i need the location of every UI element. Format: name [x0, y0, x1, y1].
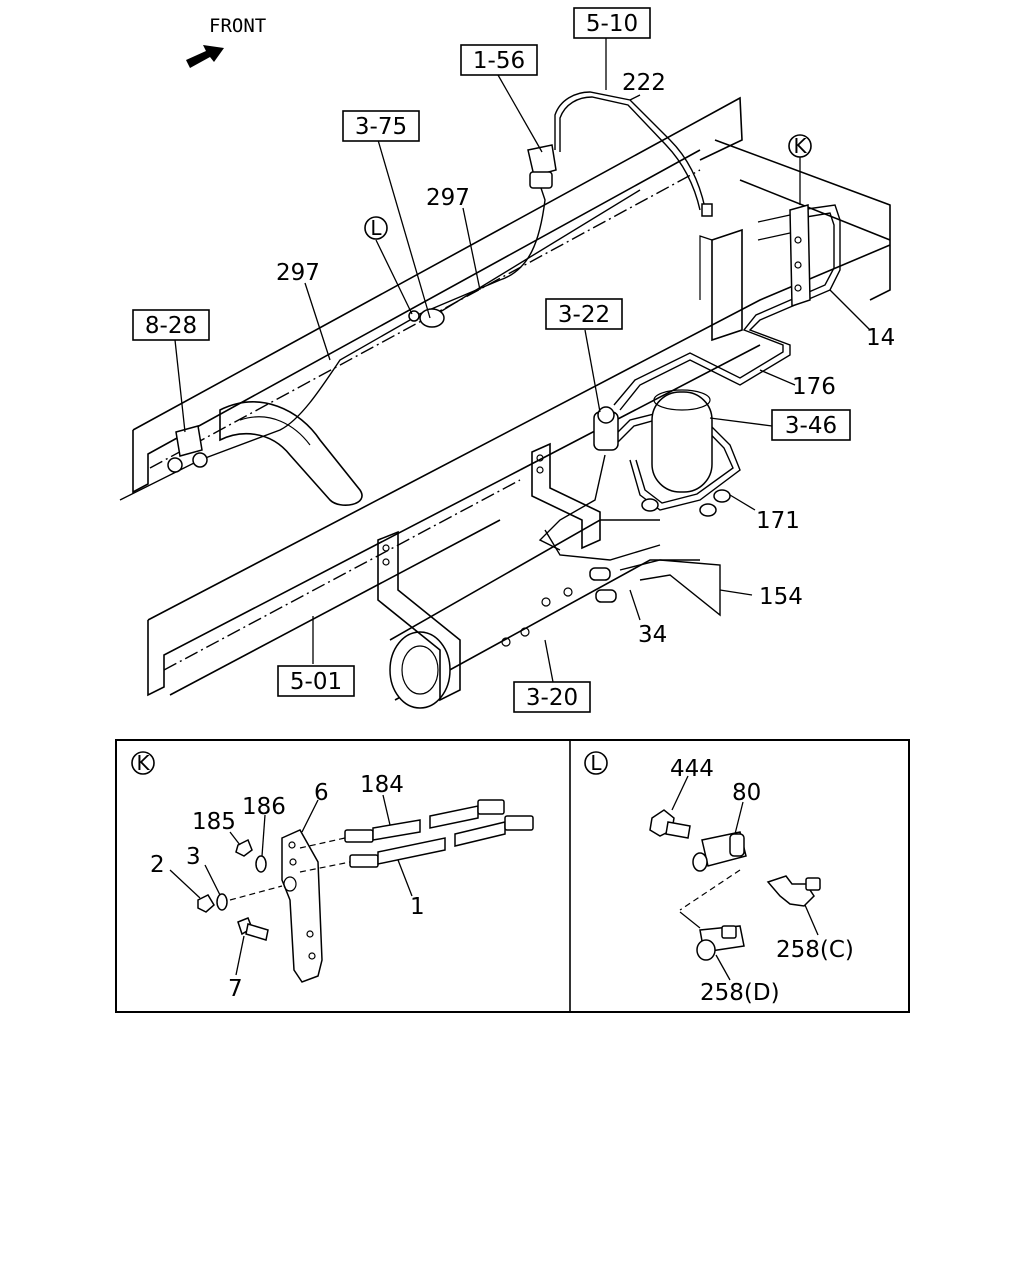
detail-k-marker: K	[136, 751, 150, 775]
callout-176: 176	[792, 374, 836, 400]
ref-box-3-75: 3-75	[342, 110, 420, 142]
marker-k-text: K	[793, 134, 807, 158]
detail-l-label-80: 80	[732, 780, 761, 806]
ref-box-5-01: 5-01	[277, 665, 355, 697]
callout-154: 154	[759, 584, 803, 610]
detail-l: L 444 80 258(C) 258(D)	[584, 751, 854, 1006]
axle-housing	[377, 442, 700, 709]
ref-box-3-20: 3-20	[513, 681, 591, 713]
detail-k-label-186: 186	[242, 794, 286, 820]
front-label: FRONT	[209, 15, 266, 37]
detail-k-label-184: 184	[360, 772, 404, 798]
ref-box-3-22: 3-22	[545, 298, 623, 330]
callout-171: 171	[756, 508, 800, 534]
callout-297-lower: 297	[276, 260, 320, 286]
ref-1-56-text: 1-56	[473, 48, 525, 74]
components	[167, 144, 811, 603]
detail-k-label-6: 6	[314, 780, 329, 806]
detail-l-label-258c: 258(C)	[776, 937, 854, 963]
callout-14: 14	[866, 325, 895, 351]
detail-k-label-1: 1	[410, 894, 425, 920]
ref-5-10-text: 5-10	[586, 11, 638, 37]
ref-3-22-text: 3-22	[558, 302, 610, 328]
marker-k: K	[788, 134, 812, 158]
detail-k-label-2: 2	[150, 852, 165, 878]
callout-222: 222	[622, 70, 666, 96]
ref-3-75-text: 3-75	[355, 114, 407, 140]
detail-l-marker: L	[590, 751, 602, 775]
callout-34: 34	[638, 622, 667, 648]
ref-box-3-46: 3-46	[771, 409, 851, 441]
detail-l-label-258d: 258(D)	[700, 980, 780, 1006]
detail-panel-frame	[115, 739, 910, 1013]
detail-k: K	[131, 751, 534, 1002]
ref-box-1-56: 1-56	[460, 44, 538, 76]
front-indicator: FRONT	[186, 15, 266, 68]
detail-k-label-3: 3	[186, 844, 201, 870]
front-arrow-icon	[186, 45, 224, 68]
ref-3-46-text: 3-46	[785, 413, 837, 439]
leader-lines	[174, 37, 871, 683]
brake-pipes	[119, 91, 841, 617]
marker-l: L	[364, 216, 388, 240]
ref-8-28-text: 8-28	[145, 313, 197, 339]
marker-l-text: L	[370, 216, 382, 240]
ref-3-20-text: 3-20	[526, 685, 578, 711]
detail-l-label-444: 444	[670, 756, 714, 782]
detail-k-label-7: 7	[228, 976, 243, 1002]
callout-297-upper: 297	[426, 185, 470, 211]
detail-k-label-185: 185	[192, 809, 236, 835]
ref-box-8-28: 8-28	[132, 309, 210, 341]
ref-box-5-10: 5-10	[573, 7, 651, 39]
ref-5-01-text: 5-01	[290, 669, 342, 695]
